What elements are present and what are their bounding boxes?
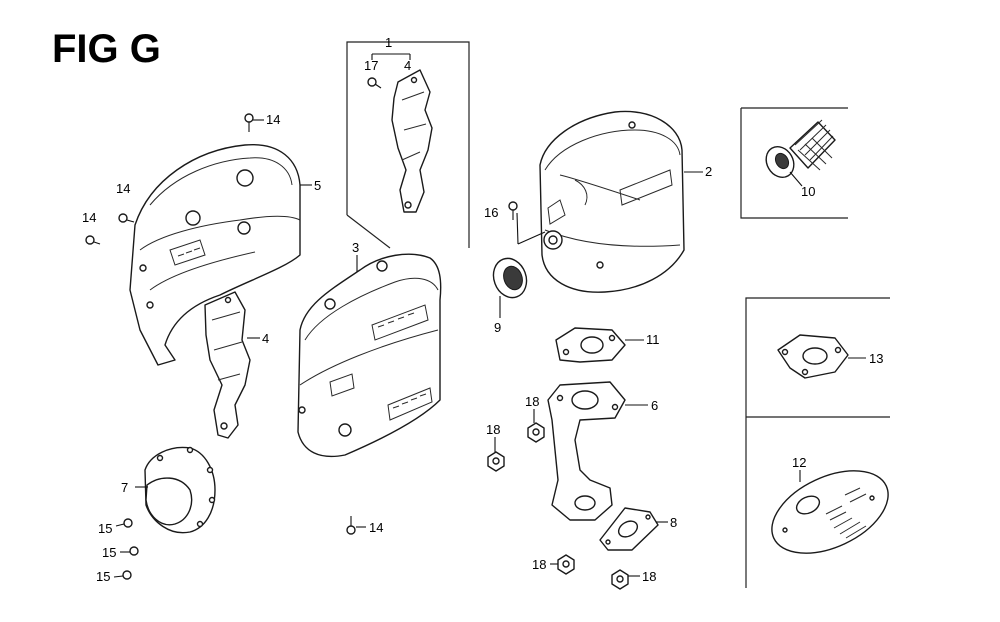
screw-17-icon	[367, 77, 382, 89]
nut-18d-icon	[611, 569, 629, 590]
muffler-cap-part-7	[144, 446, 216, 534]
label-12: 12	[792, 455, 806, 470]
label-8: 8	[670, 515, 677, 530]
exhaust-pipe-part-6	[547, 381, 626, 521]
label-14-b: 14	[116, 181, 130, 196]
label-11: 11	[646, 332, 660, 347]
inset-box-parts-12-13	[745, 297, 890, 588]
label-18-b: 18	[486, 422, 500, 437]
inset-box-part-10	[740, 107, 848, 219]
label-13: 13	[869, 351, 883, 366]
heat-shield-part-4-inset	[391, 69, 433, 213]
label-9: 9	[494, 320, 501, 335]
screw-14-bottom-icon	[346, 516, 366, 535]
label-14-bottom: 14	[369, 520, 383, 535]
label-1: 1	[385, 35, 392, 50]
bolt-16-icon	[508, 201, 546, 245]
label-14-top: 14	[266, 112, 280, 127]
label-16: 16	[484, 205, 498, 220]
screw-14c-icon	[85, 235, 101, 245]
gasket-part-8	[599, 507, 659, 551]
muffler-part-2	[539, 110, 685, 293]
label-4-left: 4	[262, 331, 269, 346]
screw-14-icon	[244, 113, 264, 132]
label-18-a: 18	[525, 394, 539, 409]
label-18-d: 18	[642, 569, 656, 584]
inset-box-part-1	[346, 41, 470, 249]
heat-shield-part-4	[204, 291, 251, 439]
figure-title: FIG G	[52, 27, 161, 71]
muffler-protector-part-5	[129, 144, 301, 366]
label-5: 5	[314, 178, 321, 193]
gasket-part-9	[492, 257, 528, 299]
nut-18b-icon	[487, 451, 505, 472]
screw-15c-icon	[113, 570, 132, 580]
screw-15b-icon	[120, 546, 139, 556]
nut-18a-icon	[527, 422, 545, 443]
plate-part-12	[771, 470, 889, 554]
label-7: 7	[121, 480, 128, 495]
label-15-a: 15	[98, 521, 112, 536]
spark-arrester-part-10	[765, 119, 836, 179]
label-17: 17	[364, 58, 378, 73]
label-18-c: 18	[532, 557, 546, 572]
screw-14b-icon	[118, 213, 135, 223]
label-4-inset: 4	[404, 58, 411, 73]
gasket-part-13	[777, 334, 849, 379]
screw-15a-icon	[115, 518, 133, 528]
label-10: 10	[801, 184, 815, 199]
label-14-c: 14	[82, 210, 96, 225]
nut-18c-icon	[557, 554, 575, 575]
label-15-b: 15	[102, 545, 116, 560]
label-15-c: 15	[96, 569, 110, 584]
muffler-protector-part-3	[297, 253, 442, 458]
label-2: 2	[705, 164, 712, 179]
gasket-part-11	[555, 327, 626, 363]
label-3: 3	[352, 240, 359, 255]
label-6: 6	[651, 398, 658, 413]
